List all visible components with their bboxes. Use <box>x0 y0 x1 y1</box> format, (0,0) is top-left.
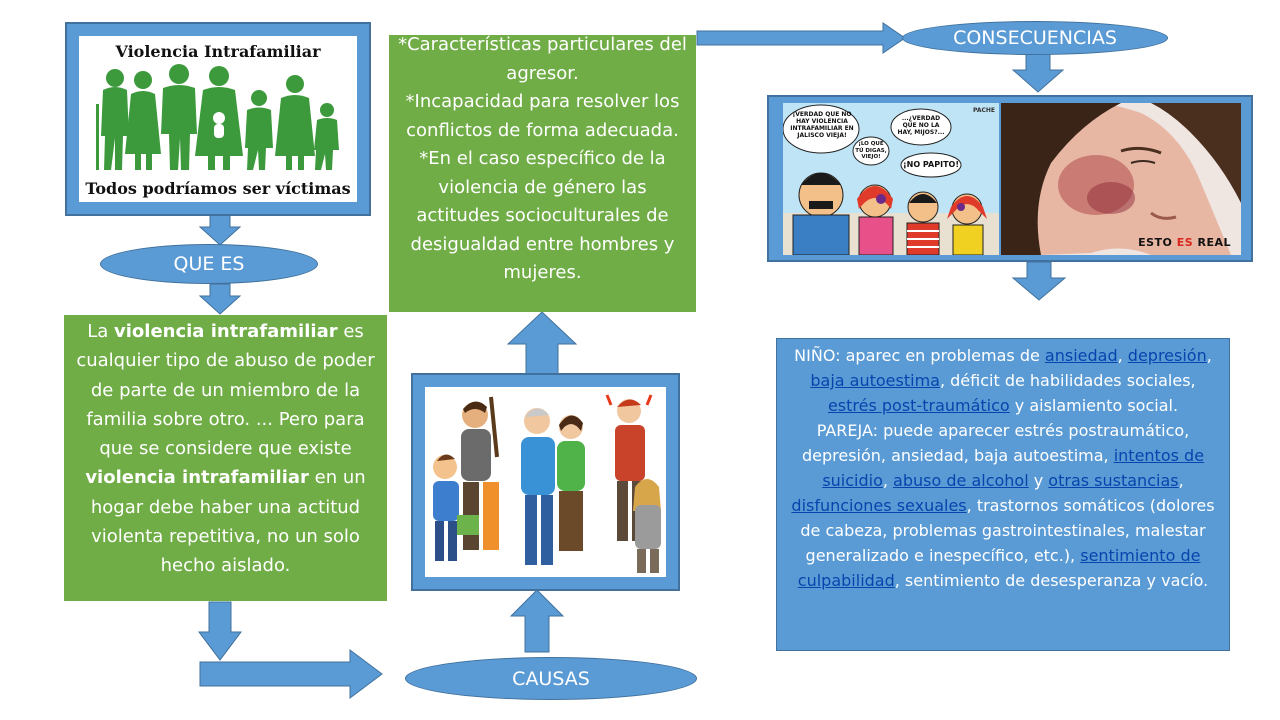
consecuencias-label: CONSECUENCIAS <box>953 27 1117 49</box>
link-intentos-de-suicidio[interactable]: intentos de suicidio <box>822 446 1205 490</box>
link-sentimiento-de-culpabilidad[interactable]: sentimiento de culpabilidad <box>797 546 1201 590</box>
separator: , <box>1206 346 1212 365</box>
nino-middle-1: , déficit de habilidades sociales, <box>939 371 1196 390</box>
photo-caption-b: ES <box>1176 236 1194 249</box>
comic-bubble-2: ¡LO QUE TÚ DIGAS, VIEJO! <box>855 141 887 160</box>
family-violence-illustration: Violencia Intrafamiliar <box>79 36 357 202</box>
arrow-down-to-que-es <box>198 214 242 246</box>
separator: , <box>1178 471 1184 490</box>
que-es-node: QUE ES <box>100 244 318 284</box>
definition-bold-1: violencia intrafamiliar <box>114 321 338 342</box>
arrow-right-to-causas <box>199 649 383 699</box>
causas-label: CAUSAS <box>512 667 590 690</box>
pareja-middle: , trastornos somáticos (dolores de cabez… <box>800 496 1215 565</box>
arrow-up-to-causes-text <box>506 311 578 377</box>
link-disfunciones-sexuales[interactable]: disfunciones sexuales <box>791 496 967 515</box>
arguing-people-icon <box>433 394 661 573</box>
separator: , <box>882 471 894 490</box>
definition-text-3: en un hogar debe haber una actitud viole… <box>90 467 366 577</box>
link-depresion[interactable]: depresión <box>1127 346 1207 365</box>
nino-middle-2: y aislamiento social. <box>1009 396 1179 415</box>
child-face-icon <box>1001 103 1241 255</box>
bruised-child-photo: ESTO ES REAL <box>1001 103 1241 255</box>
arguing-family-illustration <box>425 387 666 577</box>
photo-caption-a: ESTO <box>1138 236 1173 249</box>
nino-prefix: NIÑO: aparec en problemas de <box>794 346 1045 365</box>
comic-bubble-3: ...¿VERDAD QUE NO LA HAY, MIJOS?... <box>897 115 945 136</box>
consequences-image-frame: ¡VERDAD QUE NO HAY VIOLENCIA INTRAFAMILI… <box>767 95 1253 262</box>
consecuencias-node: CONSECUENCIAS <box>902 21 1168 55</box>
cause-item-3: *En el caso específico de la violencia d… <box>410 148 675 283</box>
photo-caption: ESTO ES REAL <box>1138 236 1231 249</box>
link-otras-sustancias[interactable]: otras sustancias <box>1048 471 1179 490</box>
family-silhouettes-icon <box>96 64 339 170</box>
arrow-down-to-definition <box>198 283 242 315</box>
left-image-frame: Violencia Intrafamiliar <box>65 22 371 216</box>
photo-caption-c: REAL <box>1197 236 1231 249</box>
causas-node: CAUSAS <box>405 657 697 700</box>
arrow-right-to-consecuencias <box>696 22 906 54</box>
cause-item-2: *Incapacidad para resolver los conflicto… <box>405 91 680 141</box>
arrow-down-to-consequence-images <box>1011 53 1065 93</box>
que-es-label: QUE ES <box>173 253 245 275</box>
illustration-title: Violencia Intrafamiliar <box>115 42 321 61</box>
definition-bold-2: violencia intrafamiliar <box>85 467 309 489</box>
consequences-box: NIÑO: aparec en problemas de ansiedad, d… <box>776 338 1230 651</box>
link-abuso-de-alcohol[interactable]: abuso de alcohol <box>893 471 1029 490</box>
definition-text-2: es cualquier tipo de abuso de poder de p… <box>76 321 375 460</box>
arrow-down-to-consequences-text <box>1011 261 1067 301</box>
comic-bubble-1: ¡VERDAD QUE NO HAY VIOLENCIA INTRAFAMILI… <box>790 111 854 139</box>
separator: y <box>1028 471 1049 490</box>
definition-text-1: La <box>87 321 114 342</box>
pareja-end: , sentimiento de desesperanza y vacío. <box>894 571 1209 590</box>
comic-signature: PACHE <box>972 107 995 114</box>
comic-bubble-4: ¡NO PAPITO! <box>903 160 959 169</box>
arrow-down-from-definition <box>198 601 242 661</box>
pareja-prefix: PAREJA: puede aparecer estrés postraumát… <box>801 421 1190 465</box>
link-ansiedad[interactable]: ansiedad <box>1044 346 1118 365</box>
illustration-caption: Todos podríamos ser víctimas <box>85 179 351 198</box>
separator: , <box>1117 346 1128 365</box>
comic-illustration: ¡VERDAD QUE NO HAY VIOLENCIA INTRAFAMILI… <box>783 103 999 255</box>
arrow-up-from-causas <box>509 589 565 653</box>
link-baja-autoestima[interactable]: baja autoestima <box>810 371 940 390</box>
link-estres-post-traumatico[interactable]: estrés post-traumático <box>827 396 1010 415</box>
cause-item-1: *Características particulares del agreso… <box>398 35 687 84</box>
definition-box: La violencia intrafamiliar es cualquier … <box>64 315 387 601</box>
comic-family-icon <box>783 103 999 255</box>
causes-image-frame <box>411 373 680 591</box>
causes-text-box: *Características particulares del agreso… <box>389 35 696 312</box>
